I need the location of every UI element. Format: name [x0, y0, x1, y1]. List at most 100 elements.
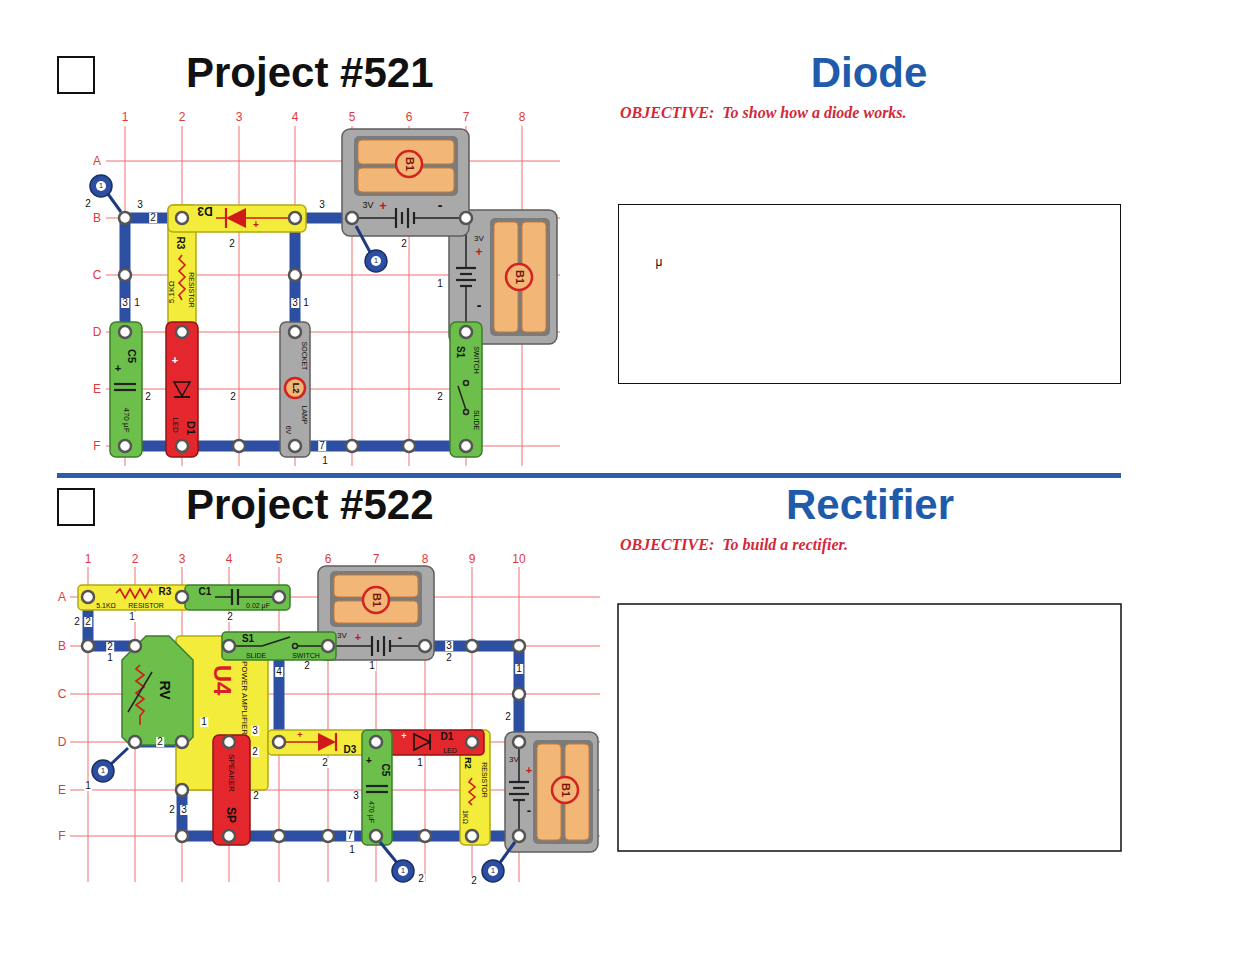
part-label: D1 — [441, 732, 454, 742]
resistor: R35.1KΩRESISTOR — [78, 585, 190, 610]
capacitor-lead — [238, 596, 272, 598]
part-label: LAMP — [301, 405, 308, 424]
snap-stud — [119, 440, 131, 452]
part-label: + — [253, 220, 259, 230]
grid-line — [106, 161, 560, 162]
part-label: 3V — [362, 201, 373, 210]
diode-body — [168, 205, 306, 232]
battery-bay — [533, 740, 593, 844]
part-label: R3 — [159, 587, 172, 597]
led-symbol — [174, 382, 190, 396]
switch-contact — [464, 410, 469, 415]
diode-bar — [225, 208, 227, 228]
led-body — [380, 730, 484, 755]
power-amplifier: U4POWER AMPLIFIER — [176, 636, 268, 790]
grid-label: C — [91, 269, 104, 281]
grid-line — [239, 126, 240, 466]
jumper-number: 1 — [374, 257, 378, 265]
battery-plate — [513, 787, 525, 789]
battery-bay — [330, 571, 422, 627]
part-number: 1 — [368, 661, 376, 671]
adjustable-resistor-body — [122, 636, 193, 745]
divider-rule — [57, 473, 1121, 478]
speaker: SPSPEAKER — [213, 735, 250, 845]
part-label: RESISTOR — [188, 272, 195, 308]
capacitor-body — [362, 730, 392, 845]
part-number: 2 — [251, 747, 259, 757]
part-label: - — [398, 631, 402, 644]
snap-stud — [289, 212, 301, 224]
snap-stud — [346, 440, 358, 452]
part-label: S1 — [242, 634, 254, 644]
grid-label: E — [91, 383, 103, 395]
part-label: + — [172, 355, 178, 366]
snap-stud — [273, 591, 285, 603]
adjustable-resistor: RV — [122, 636, 193, 745]
grid-label: D — [56, 736, 69, 748]
part-number: 2 — [84, 617, 92, 627]
battery-holder-body — [505, 732, 598, 852]
part-label: 470 μF — [368, 801, 375, 823]
part-number: 1 — [348, 845, 356, 855]
diode-lead — [216, 217, 226, 219]
part-label: U4 — [210, 665, 234, 696]
grid-label: F — [91, 440, 102, 452]
grid-label: 5 — [347, 111, 358, 123]
snap-stud — [322, 640, 334, 652]
grid — [70, 126, 600, 882]
part-label: R3 — [175, 237, 185, 250]
jumper-end — [392, 860, 414, 882]
capacitor-body — [110, 322, 142, 457]
snaps — [82, 212, 525, 842]
battery-plate — [407, 208, 409, 228]
resistor-symbol — [116, 589, 152, 598]
led-bar — [429, 734, 431, 750]
part-label: D3 — [197, 205, 212, 217]
part-number: 1 — [515, 664, 523, 674]
jumper-lead — [356, 226, 370, 252]
snap-stud — [82, 591, 94, 603]
grid-label: 7 — [461, 111, 472, 123]
grid-label: 7 — [371, 553, 382, 565]
battery-plate — [509, 793, 529, 795]
capacitor-lead — [215, 596, 232, 598]
snap-stud — [419, 640, 431, 652]
part-number: 1 — [133, 298, 141, 308]
diode: D3 + — [168, 205, 306, 232]
part-number: 2 — [84, 199, 92, 209]
snap-stud — [176, 830, 188, 842]
snap-stud — [223, 830, 235, 842]
project-521-parts — [90, 129, 557, 457]
snap-stud — [513, 736, 525, 748]
part-number: 2 — [144, 392, 152, 402]
part-number: 1 — [436, 279, 444, 289]
jumper-hole — [488, 866, 498, 876]
part-label: + — [355, 632, 361, 643]
snap-wire — [514, 646, 525, 742]
wiper-arrow — [128, 672, 152, 712]
part-label: 470 μF — [122, 407, 130, 432]
snap-stud — [466, 640, 478, 652]
project-name: Rectifier — [786, 484, 954, 526]
part-label: SP — [225, 807, 237, 823]
jumper-lead — [108, 194, 121, 212]
part-label: + — [526, 765, 532, 776]
part-label: LED — [171, 417, 179, 433]
snap-stud — [176, 440, 188, 452]
snap-stud — [129, 736, 141, 748]
capacitor-plate — [114, 389, 136, 391]
part-number: 3 — [291, 298, 299, 308]
resistor-symbol — [469, 778, 475, 805]
part-number: 3 — [352, 791, 360, 801]
part-label: C5 — [380, 764, 390, 777]
part-number: 3 — [121, 298, 129, 308]
part-number: 2 — [417, 874, 425, 884]
snap-stud — [223, 640, 235, 652]
part-label: RV — [158, 680, 172, 699]
diode-bar — [335, 733, 337, 751]
jumper-lead — [499, 842, 515, 864]
jumper-end — [482, 860, 504, 882]
grid-label: D — [91, 326, 104, 338]
grid-line — [88, 567, 89, 882]
